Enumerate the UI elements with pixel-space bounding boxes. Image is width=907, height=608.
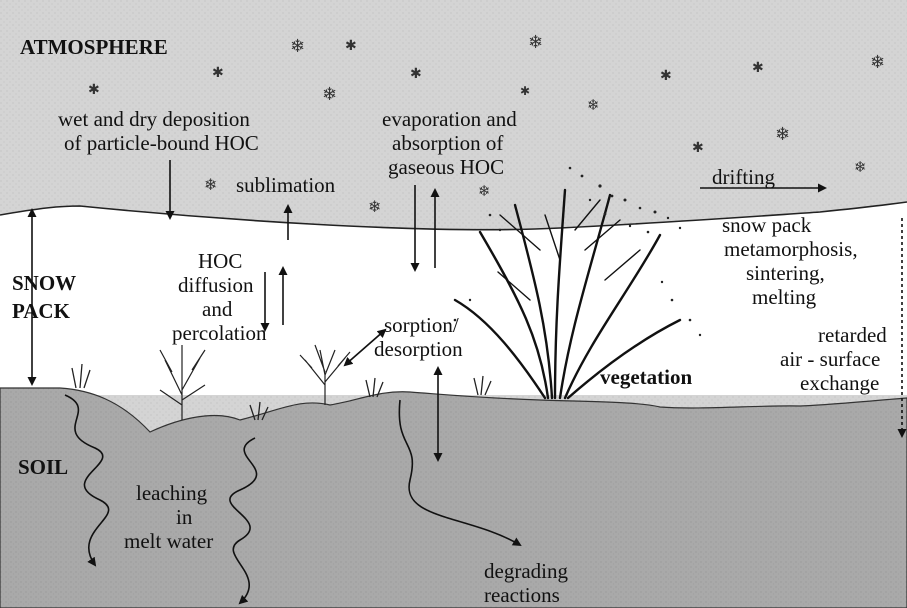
snowflake-icon: ❄ bbox=[478, 182, 491, 200]
leaching-label: melt water bbox=[124, 529, 213, 553]
snowflake-icon: ✱ bbox=[692, 140, 704, 156]
retarded-exchange-label: exchange bbox=[800, 371, 879, 395]
retarded-exchange-label: air - surface bbox=[780, 347, 880, 371]
snowflake-icon: ❄ bbox=[322, 84, 337, 105]
atmosphere-label: ATMOSPHERE bbox=[20, 35, 168, 59]
sorption-label: desorption bbox=[374, 337, 463, 361]
snowflake-icon: ✱ bbox=[345, 38, 357, 54]
sorption-label: sorption/ bbox=[384, 313, 459, 337]
metamorphosis-label: snow pack bbox=[722, 213, 812, 237]
sublimation-label: sublimation bbox=[236, 173, 336, 197]
snowflake-icon: ✱ bbox=[212, 65, 224, 81]
diffusion-label: diffusion bbox=[178, 273, 254, 297]
leaching-label: leaching bbox=[136, 481, 208, 505]
metamorphosis-label: metamorphosis, bbox=[724, 237, 858, 261]
snowflake-icon: ✱ bbox=[752, 60, 764, 76]
evaporation-label: absorption of bbox=[392, 131, 503, 155]
metamorphosis-label: melting bbox=[752, 285, 817, 309]
degrading-label: reactions bbox=[484, 583, 560, 607]
snowflake-icon: ✱ bbox=[520, 84, 530, 98]
degrading-label: degrading bbox=[484, 559, 568, 583]
soil-label: SOIL bbox=[18, 455, 68, 479]
pack-label: PACK bbox=[12, 299, 71, 323]
snowflake-icon: ❄ bbox=[775, 124, 790, 145]
snowflake-icon: ✱ bbox=[410, 66, 422, 82]
snowflake-icon: ✱ bbox=[660, 68, 672, 84]
diffusion-label: HOC bbox=[198, 249, 242, 273]
snowflake-icon: ❄ bbox=[528, 32, 543, 53]
snowflake-icon: ❄ bbox=[854, 158, 867, 176]
snowflake-icon: ❄ bbox=[290, 36, 305, 57]
leaching-label: in bbox=[176, 505, 193, 529]
metamorphosis-label: sintering, bbox=[746, 261, 825, 285]
snowflake-icon: ❄ bbox=[368, 197, 381, 216]
snowflake-icon: ❄ bbox=[587, 96, 600, 114]
deposition-label: of particle-bound HOC bbox=[64, 131, 259, 155]
diffusion-label: and bbox=[202, 297, 233, 321]
evaporation-label: gaseous HOC bbox=[388, 155, 504, 179]
snowflake-icon: ❄ bbox=[204, 175, 217, 194]
snowflake-icon: ✱ bbox=[88, 82, 100, 98]
vegetation-label: vegetation bbox=[600, 365, 692, 389]
diffusion-label: percolation bbox=[172, 321, 267, 345]
snow-label: SNOW bbox=[12, 271, 76, 295]
deposition-label: wet and dry deposition bbox=[58, 107, 250, 131]
snowflake-icon: ❄ bbox=[870, 52, 885, 73]
retarded-exchange-label: retarded bbox=[818, 323, 887, 347]
evaporation-label: evaporation and bbox=[382, 107, 517, 131]
drifting-label: drifting bbox=[712, 165, 775, 189]
